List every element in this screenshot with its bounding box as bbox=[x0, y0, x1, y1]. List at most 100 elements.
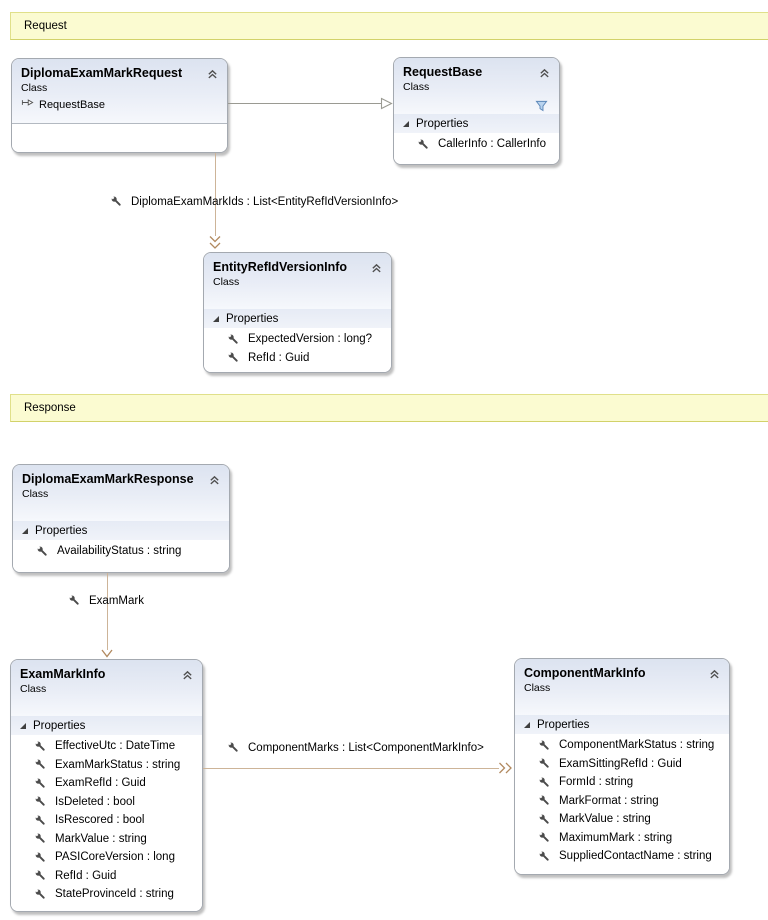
association-connector-diplomaexammarkids[interactable] bbox=[215, 153, 216, 236]
expander-icon[interactable] bbox=[22, 527, 28, 534]
collapse-chevron-icon[interactable] bbox=[209, 473, 220, 485]
property-row[interactable]: RefId : Guid bbox=[11, 867, 202, 886]
class-box-exammarkinfo[interactable]: ExamMarkInfo Class Properties EffectiveU… bbox=[10, 659, 203, 912]
property-label: AvailabilityStatus : string bbox=[57, 545, 182, 558]
filter-icon[interactable] bbox=[535, 99, 548, 112]
double-chevron-down-icon bbox=[209, 235, 221, 250]
class-kind-label: Class bbox=[22, 488, 49, 500]
connector-label-diplomaexammarkids[interactable]: DiplomaExamMarkIds : List<EntityRefIdVer… bbox=[110, 195, 398, 208]
connector-label-exammark[interactable]: ExamMark bbox=[68, 594, 144, 607]
property-row[interactable]: CallerInfo : CallerInfo bbox=[394, 135, 559, 154]
property-row[interactable]: MarkFormat : string bbox=[515, 792, 729, 811]
property-label: PASICoreVersion : long bbox=[55, 851, 175, 864]
collapse-chevron-icon[interactable] bbox=[182, 668, 193, 680]
property-label: RefId : Guid bbox=[248, 351, 310, 364]
wrench-icon bbox=[34, 851, 47, 864]
property-label: StateProvinceId : string bbox=[55, 888, 174, 901]
class-header: EntityRefIdVersionInfo Class bbox=[204, 253, 391, 309]
class-header: ExamMarkInfo Class bbox=[11, 660, 202, 716]
collapse-chevron-icon[interactable] bbox=[371, 261, 382, 273]
class-kind-label: Class bbox=[21, 82, 48, 94]
properties-section-label: Properties bbox=[33, 719, 86, 732]
property-row[interactable]: EffectiveUtc : DateTime bbox=[11, 737, 202, 756]
wrench-icon bbox=[538, 739, 551, 752]
expander-icon[interactable] bbox=[213, 315, 219, 322]
expander-icon[interactable] bbox=[403, 120, 409, 127]
inheritance-arrow-icon bbox=[21, 98, 34, 111]
wrench-icon bbox=[34, 758, 47, 771]
property-label: SuppliedContactName : string bbox=[559, 850, 712, 863]
class-box-diplomaexammarkresponse[interactable]: DiplomaExamMarkResponse Class Properties… bbox=[12, 464, 230, 573]
expander-icon[interactable] bbox=[524, 721, 530, 728]
class-box-entityrefidversioninfo[interactable]: EntityRefIdVersionInfo Class Properties … bbox=[203, 252, 392, 373]
class-header: DiplomaExamMarkResponse Class bbox=[13, 465, 229, 521]
inheritance-triangle-icon bbox=[380, 97, 393, 110]
properties-section-header[interactable]: Properties bbox=[204, 309, 391, 328]
class-title: EntityRefIdVersionInfo bbox=[213, 260, 348, 274]
empty-compartment bbox=[12, 123, 227, 152]
request-banner-label: Request bbox=[24, 20, 67, 32]
class-box-diplomaexammarkrequest[interactable]: DiplomaExamMarkRequest Class RequestBase bbox=[11, 58, 228, 153]
properties-section-header[interactable]: Properties bbox=[11, 716, 202, 735]
chevron-down-icon bbox=[101, 649, 113, 658]
expander-icon[interactable] bbox=[20, 722, 26, 729]
property-row[interactable]: ExamMarkStatus : string bbox=[11, 756, 202, 775]
property-label: ExamSittingRefId : Guid bbox=[559, 757, 682, 770]
class-title: DiplomaExamMarkRequest bbox=[21, 66, 183, 80]
wrench-icon bbox=[34, 740, 47, 753]
property-row[interactable]: ComponentMarkStatus : string bbox=[515, 736, 729, 755]
property-row[interactable]: RefId : Guid bbox=[204, 349, 391, 368]
property-row[interactable]: MaximumMark : string bbox=[515, 829, 729, 848]
property-row[interactable]: IsRescored : bool bbox=[11, 811, 202, 830]
properties-section-header[interactable]: Properties bbox=[13, 521, 229, 540]
collapse-chevron-icon[interactable] bbox=[207, 67, 218, 79]
property-label: IsRescored : bool bbox=[55, 814, 145, 827]
property-row[interactable]: IsDeleted : bool bbox=[11, 793, 202, 812]
property-row[interactable]: AvailabilityStatus : string bbox=[13, 542, 229, 561]
connector-label-text: ComponentMarks : List<ComponentMarkInfo> bbox=[248, 741, 484, 754]
property-row[interactable]: StateProvinceId : string bbox=[11, 885, 202, 904]
class-title: ComponentMarkInfo bbox=[524, 666, 646, 680]
properties-section-header[interactable]: Properties bbox=[394, 114, 559, 133]
connector-label-text: DiplomaExamMarkIds : List<EntityRefIdVer… bbox=[131, 195, 399, 208]
properties-section-header[interactable]: Properties bbox=[515, 715, 729, 734]
property-row[interactable]: FormId : string bbox=[515, 773, 729, 792]
inheritance-connector[interactable] bbox=[228, 103, 381, 104]
wrench-icon bbox=[34, 888, 47, 901]
base-type-row[interactable]: RequestBase bbox=[21, 98, 217, 111]
wrench-icon bbox=[538, 776, 551, 789]
wrench-icon bbox=[538, 813, 551, 826]
class-box-componentmarkinfo[interactable]: ComponentMarkInfo Class Properties Compo… bbox=[514, 658, 730, 875]
connector-label-componentmarks[interactable]: ComponentMarks : List<ComponentMarkInfo> bbox=[227, 741, 484, 754]
wrench-icon bbox=[34, 832, 47, 845]
property-row[interactable]: ExpectedVersion : long? bbox=[204, 330, 391, 349]
wrench-icon bbox=[417, 138, 430, 151]
class-header: RequestBase Class bbox=[394, 58, 559, 114]
association-connector-componentmarks[interactable] bbox=[203, 768, 499, 769]
properties-section-label: Properties bbox=[226, 312, 279, 325]
property-row[interactable]: PASICoreVersion : long bbox=[11, 848, 202, 867]
wrench-icon bbox=[538, 794, 551, 807]
property-label: ComponentMarkStatus : string bbox=[559, 739, 715, 752]
collapse-chevron-icon[interactable] bbox=[539, 66, 550, 78]
property-row[interactable]: ExamSittingRefId : Guid bbox=[515, 755, 729, 774]
properties-list: CallerInfo : CallerInfo bbox=[394, 133, 559, 164]
wrench-icon bbox=[68, 594, 81, 607]
property-row[interactable]: ExamRefId : Guid bbox=[11, 774, 202, 793]
collapse-chevron-icon[interactable] bbox=[709, 667, 720, 679]
association-connector-exammark[interactable] bbox=[107, 573, 108, 650]
double-chevron-right-icon bbox=[498, 762, 513, 774]
request-comment-banner[interactable]: Request bbox=[10, 12, 768, 40]
properties-section-label: Properties bbox=[416, 117, 469, 130]
wrench-icon bbox=[34, 814, 47, 827]
property-row[interactable]: SuppliedContactName : string bbox=[515, 847, 729, 866]
property-label: ExamRefId : Guid bbox=[55, 777, 146, 790]
wrench-icon bbox=[538, 831, 551, 844]
property-label: RefId : Guid bbox=[55, 869, 117, 882]
property-label: MaximumMark : string bbox=[559, 831, 673, 844]
class-box-requestbase[interactable]: RequestBase Class Properties CallerInfo … bbox=[393, 57, 560, 165]
response-comment-banner[interactable]: Response bbox=[10, 394, 768, 422]
property-row[interactable]: MarkValue : string bbox=[515, 810, 729, 829]
property-row[interactable]: MarkValue : string bbox=[11, 830, 202, 849]
